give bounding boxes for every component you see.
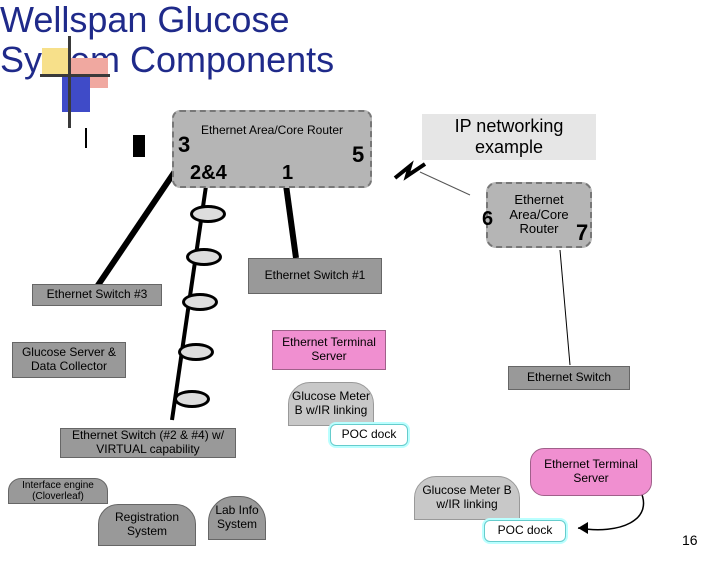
ethernet-switch-right[interactable]: Ethernet Switch bbox=[508, 366, 630, 390]
router-right[interactable]: Ethernet Area/Core Router bbox=[486, 182, 592, 248]
number-2-4: 2&4 bbox=[190, 162, 227, 184]
cable-oval bbox=[174, 390, 210, 408]
cable-oval bbox=[182, 293, 218, 311]
router-main[interactable]: Ethernet Area/Core Router bbox=[172, 110, 372, 188]
registration-system[interactable]: Registration System bbox=[98, 504, 196, 546]
number-5: 5 bbox=[352, 142, 365, 167]
lab-info-system[interactable]: Lab Info System bbox=[208, 496, 266, 540]
number-3: 3 bbox=[178, 132, 191, 157]
ip-networking-example: IP networking example bbox=[422, 114, 596, 160]
meter-b-center-label: Glucose Meter B w/IR linking bbox=[291, 389, 371, 417]
glucose-meter-b-center[interactable]: Glucose Meter B w/IR linking bbox=[288, 382, 374, 426]
cable-oval bbox=[178, 343, 214, 361]
interface-engine-label: Interface engine (Cloverleaf) bbox=[22, 479, 94, 503]
switch1-label: Ethernet Switch #1 bbox=[264, 268, 366, 283]
router-right-label: Ethernet Area/Core Router bbox=[509, 191, 569, 237]
meter-b-right-label: Glucose Meter B w/IR linking bbox=[422, 483, 512, 511]
terminal-server-center-label: Ethernet Terminal Server bbox=[282, 335, 376, 363]
ethernet-switch-3[interactable]: Ethernet Switch #3 bbox=[32, 284, 162, 306]
number-7: 7 bbox=[576, 220, 589, 245]
page-title-line1: Wellspan Glucose bbox=[0, 0, 290, 40]
number-6: 6 bbox=[482, 208, 494, 230]
ethernet-terminal-server-right[interactable]: Ethernet Terminal Server bbox=[530, 448, 652, 496]
cable-oval bbox=[186, 248, 222, 266]
switch24-label: Ethernet Switch (#2 & #4) w/ VIRTUAL cap… bbox=[71, 428, 225, 456]
poc-dock-center-label: POC dock bbox=[341, 427, 397, 442]
poc-dock-center[interactable]: POC dock bbox=[330, 424, 408, 446]
lab-info-label: Lab Info System bbox=[215, 503, 259, 531]
glucose-server[interactable]: Glucose Server & Data Collector bbox=[12, 342, 126, 378]
switch3-label: Ethernet Switch #3 bbox=[46, 287, 148, 302]
registration-label: Registration System bbox=[114, 510, 180, 538]
interface-engine[interactable]: Interface engine (Cloverleaf) bbox=[8, 478, 108, 504]
router-main-label: Ethernet Area/Core Router bbox=[200, 123, 344, 137]
ip-example-label: IP networking example bbox=[454, 116, 564, 157]
ethernet-terminal-server-center[interactable]: Ethernet Terminal Server bbox=[272, 330, 386, 370]
number-1: 1 bbox=[282, 162, 294, 184]
ethernet-switch-1[interactable]: Ethernet Switch #1 bbox=[248, 258, 382, 294]
glucose-meter-b-right[interactable]: Glucose Meter B w/IR linking bbox=[414, 476, 520, 520]
ethernet-switch-2-4[interactable]: Ethernet Switch (#2 & #4) w/ VIRTUAL cap… bbox=[60, 428, 236, 458]
glucose-server-label: Glucose Server & Data Collector bbox=[21, 345, 117, 373]
poc-dock-right[interactable]: POC dock bbox=[484, 520, 566, 542]
title-decoration bbox=[0, 0, 110, 130]
switch-right-label: Ethernet Switch bbox=[526, 370, 612, 385]
page-number: 16 bbox=[682, 532, 698, 548]
device-marker bbox=[133, 135, 145, 157]
terminal-server-right-label: Ethernet Terminal Server bbox=[544, 457, 638, 485]
cable-oval bbox=[190, 205, 226, 223]
poc-dock-right-label: POC dock bbox=[497, 523, 553, 538]
